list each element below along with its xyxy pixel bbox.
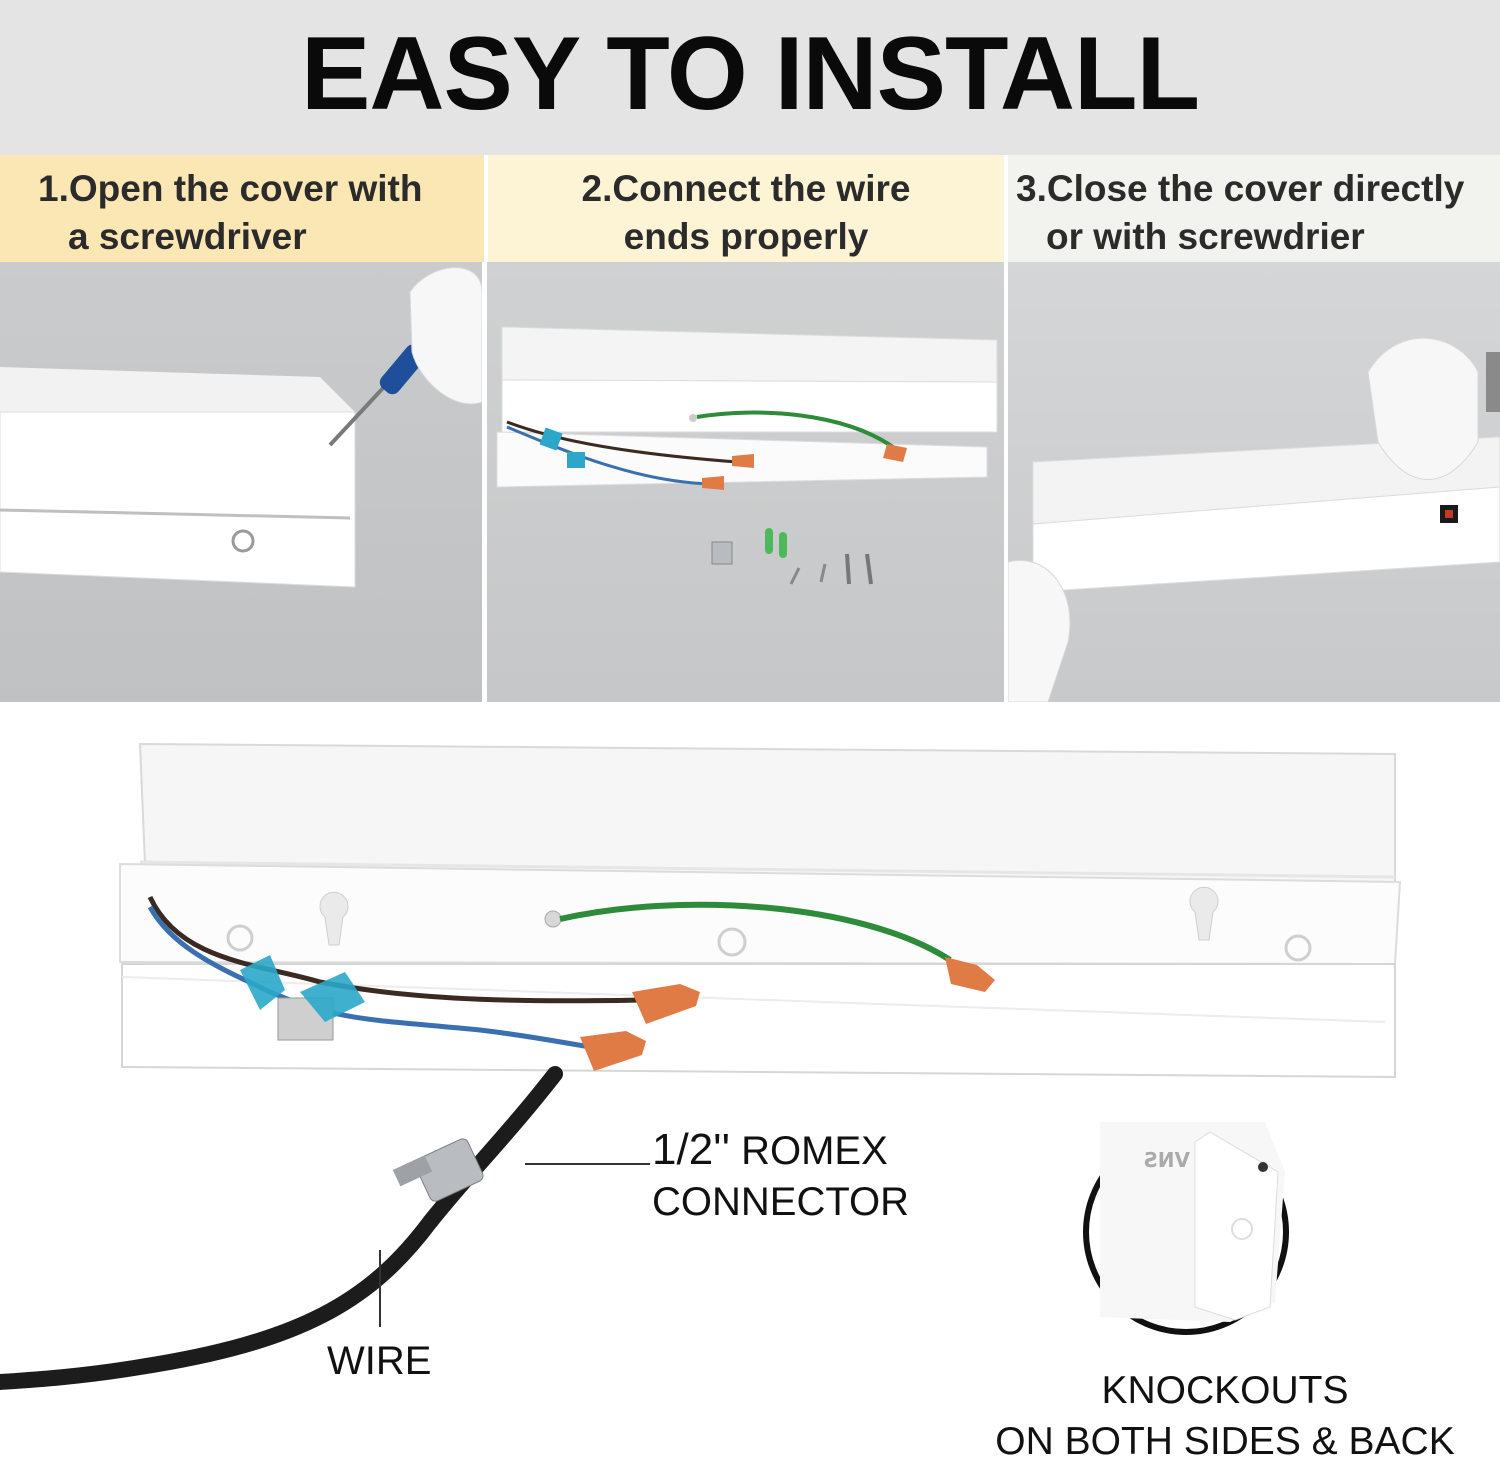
- step-2-label: 2.Connect the wire ends properly: [488, 155, 1004, 262]
- step-2-photo: [487, 262, 1004, 702]
- svg-text:VNS: VNS: [1143, 1148, 1190, 1172]
- step-3-photo: [1008, 262, 1500, 702]
- romex-connector-callout: 1/2'' ROMEX CONNECTOR: [652, 1122, 909, 1227]
- knockouts-callout: KNOCKOUTS ON BOTH SIDES & BACK: [972, 1366, 1478, 1467]
- header-band: [0, 0, 1500, 155]
- romex-word: ROMEX: [741, 1129, 888, 1173]
- knockouts-line-1: KNOCKOUTS: [1101, 1369, 1349, 1412]
- step-3-line-2: or with screwdrier: [1046, 216, 1365, 257]
- wire-callout: WIRE: [327, 1339, 432, 1383]
- step-1-line-2: a screwdriver: [68, 216, 307, 257]
- step-2-line-1: 2.Connect the wire: [581, 168, 911, 209]
- page-title: EASY TO INSTALL: [301, 16, 1200, 132]
- romex-size: 1/2'': [652, 1125, 730, 1174]
- step-1-photo: [0, 262, 482, 702]
- step-3-label: 3.Close the cover directly or with screw…: [1008, 155, 1500, 262]
- fixture-detail-illustration: VNS: [0, 702, 1500, 1457]
- romex-line-2: CONNECTOR: [652, 1180, 910, 1224]
- step-1-label: 1.Open the cover with a screwdriver: [0, 155, 484, 262]
- knockouts-line-2: ON BOTH SIDES & BACK: [995, 1419, 1455, 1463]
- step-2-line-2: ends properly: [623, 216, 869, 257]
- step-3-line-1: 3.Close the cover directly: [1016, 168, 1465, 209]
- step-1-line-1: 1.Open the cover with: [38, 168, 423, 209]
